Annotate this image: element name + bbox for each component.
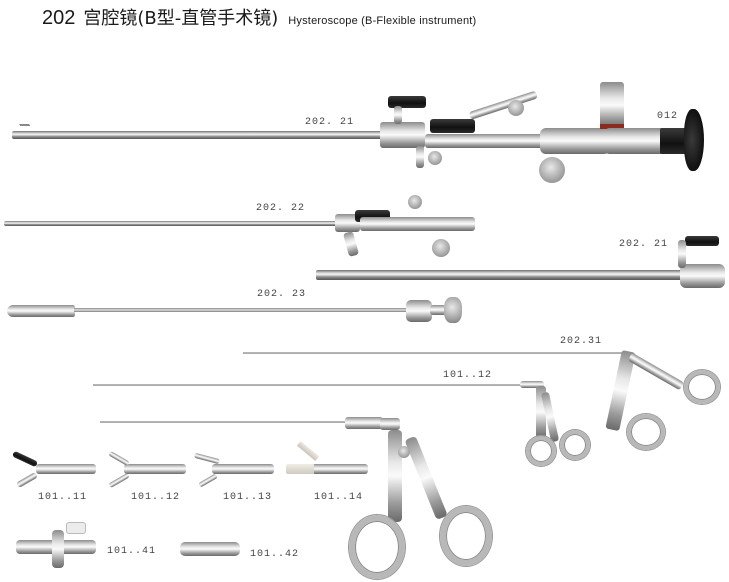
stopcock-stem: [52, 530, 64, 568]
obturator-shaft: [74, 308, 408, 312]
lock-lever-icon: [430, 119, 475, 133]
tip-body: [212, 464, 274, 474]
tip-blade: [286, 464, 314, 474]
sheath-shaft: [4, 221, 339, 226]
forceps-large-body: [380, 418, 400, 430]
tip-101-14-image: [284, 440, 370, 490]
tip-jaw-upper: [193, 452, 221, 465]
forceps-long-ring-2: [627, 414, 665, 450]
tip-jaw-lower: [15, 471, 39, 489]
tip-101-13-image: [192, 450, 276, 490]
label-202-21-outer: 202. 21: [619, 239, 669, 250]
obturator-knob: [430, 305, 446, 315]
forceps-long-shaft: [243, 352, 623, 354]
obturator-lock: [406, 300, 432, 322]
tip-jaw-lower: [108, 472, 130, 489]
coupler: [540, 128, 610, 154]
forceps-large-arm: [404, 435, 448, 520]
forceps-large-pivot: [398, 446, 410, 458]
obturator-knob-head: [444, 297, 462, 323]
forceps-large-ring-2: [440, 506, 492, 566]
forceps-large-shaft: [100, 421, 350, 423]
tip-jaw-upper: [11, 450, 39, 468]
valve-body: [380, 122, 425, 148]
catalog-title-english: Hysteroscope (B-Flexible instrument): [288, 15, 477, 27]
stopcock-handle: [66, 522, 86, 534]
inflow-port: [416, 146, 424, 168]
connector-body: [180, 542, 240, 556]
label-202-22: 202. 22: [256, 203, 306, 214]
operating-sheath-image: [0, 185, 480, 265]
label-202-21-top: 202. 21: [305, 117, 355, 128]
eyepiece-cup-icon: [684, 109, 704, 171]
stopcock-101-41-image: [14, 520, 100, 570]
label-101-12-mid: 101..12: [443, 370, 493, 381]
tip-blade-upper: [296, 440, 320, 462]
forceps-long-handle: [605, 350, 636, 432]
label-012: 012: [657, 111, 679, 122]
valve-lever-icon: [388, 96, 426, 108]
sheath-top-cap: [408, 195, 422, 209]
tip-101-11-image: [8, 450, 96, 490]
outflow-port: [428, 151, 442, 165]
valve-stem: [394, 106, 402, 124]
sheath-hub: [335, 214, 360, 232]
channel-cap-bottom: [539, 157, 565, 183]
forceps-mid-ring-2: [560, 430, 590, 460]
connector-101-42-image: [178, 538, 244, 562]
channel-cap-top: [508, 100, 524, 116]
tip-jaw-lower: [198, 473, 218, 488]
forceps-large-ring-1: [349, 515, 405, 579]
obturator-tip: [7, 305, 75, 317]
label-101-14: 101..14: [314, 492, 364, 503]
obturator-image: [0, 280, 480, 340]
light-post-ring: [600, 124, 624, 129]
forceps-mid-ring-1: [526, 436, 556, 466]
catalog-number: 202: [42, 7, 76, 29]
label-202-23: 202. 23: [257, 289, 307, 300]
sheath-bridge: [360, 217, 475, 231]
light-post: [600, 82, 624, 128]
forceps-large-hub: [345, 417, 383, 429]
sheath-channel-cap: [432, 239, 450, 257]
working-channel-arm: [468, 90, 538, 120]
label-101-12-tip: 101..12: [131, 492, 181, 503]
outer-sheath-stem: [678, 240, 686, 268]
sheath-shaft: [12, 131, 384, 139]
catalog-title-chinese: 宫腔镜(B型-直管手术镜): [83, 8, 279, 29]
forceps-long-ring-1: [684, 370, 720, 404]
forceps-mid-handle: [536, 386, 546, 438]
catalog-title: 202 宫腔镜(B型-直管手术镜) Hysteroscope (B-Flexible…: [42, 4, 476, 30]
bridge-body: [425, 134, 545, 148]
tip-jaw-upper: [108, 450, 130, 467]
tip-body: [36, 464, 96, 474]
tip-101-12-image: [104, 450, 188, 490]
outer-sheath-hub: [680, 264, 725, 288]
tip-body: [312, 464, 368, 474]
outer-sheath-lever-icon: [685, 236, 719, 246]
label-101-11: 101..11: [38, 492, 88, 503]
label-202-31: 202.31: [560, 336, 603, 347]
forceps-long-arm: [627, 352, 685, 391]
forceps-mid-shaft: [93, 384, 523, 386]
outer-sheath-image: [300, 230, 729, 300]
forceps-large-handle: [388, 430, 402, 522]
label-101-13: 101..13: [223, 492, 273, 503]
forceps-mid-hub: [520, 381, 544, 388]
label-101-41: 101..41: [107, 546, 157, 557]
hysteroscope-assembly-image: [0, 0, 729, 190]
tip-body: [124, 464, 186, 474]
outer-sheath-shaft: [316, 270, 686, 280]
label-101-42: 101..42: [250, 549, 300, 560]
forceps-mid-arm: [540, 391, 560, 443]
